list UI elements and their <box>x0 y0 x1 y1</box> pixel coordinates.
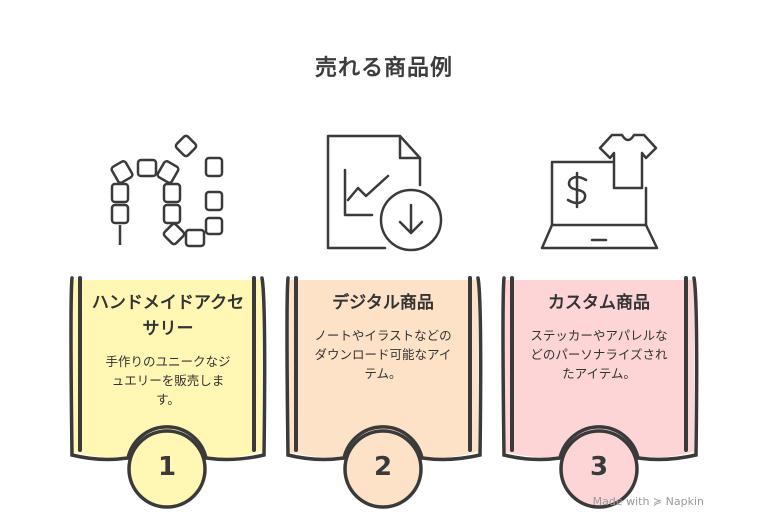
card-2-description: ノートやイラストなどのダウンロード可能なアイテム。 <box>314 328 452 381</box>
card-3-description: ステッカーやアパレルなどのパーソナライズされたアイテム。 <box>530 328 668 381</box>
card-1-title: ハンドメイドアクセサリー <box>91 293 245 339</box>
card-3-title: カスタム商品 <box>548 293 650 313</box>
card-2-shape <box>285 276 483 509</box>
beaded-jewelry-icon <box>110 134 224 248</box>
laptop-shirt-icon <box>540 133 659 250</box>
card-1-number: 1 <box>157 452 177 482</box>
card-2-number: 2 <box>373 452 393 482</box>
card-1-shape <box>69 276 267 509</box>
download-document-icon <box>326 134 443 252</box>
diagram-title: 売れる商品例 <box>314 56 453 81</box>
card-1-description: 手作りのユニークなジュエリーを販売します。 <box>105 354 231 407</box>
napkin-watermark[interactable]: Made with ≽ Napkin <box>592 495 704 508</box>
card-2-text: デジタル商品 ノートやイラストなどのダウンロード可能なアイテム。 <box>303 290 463 383</box>
card-1-text: ハンドメイドアクセサリー 手作りのユニークなジュエリーを販売します。 <box>88 290 248 409</box>
card-3-text: カスタム商品 ステッカーやアパレルなどのパーソナライズされたアイテム。 <box>519 290 679 383</box>
card-3-shape <box>501 276 699 509</box>
card-3-number: 3 <box>589 452 609 482</box>
card-2-title: デジタル商品 <box>332 293 434 313</box>
